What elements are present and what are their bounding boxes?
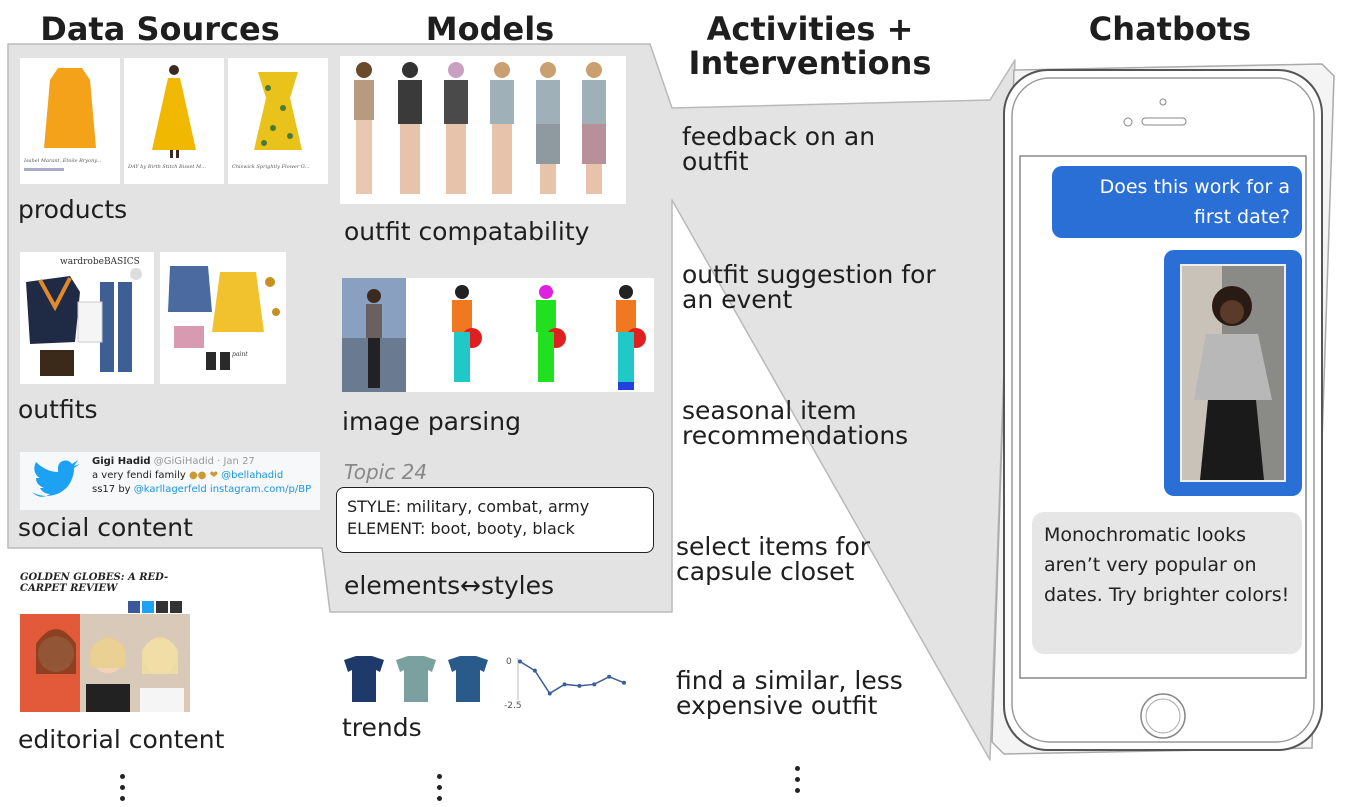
header-activities: Activities + Interventions [688,10,932,82]
header-data-sources: Data Sources [40,10,280,48]
trend-point [532,668,537,673]
trend-point [577,683,582,688]
activity-1: feedback on an outfit [682,122,876,176]
header-chatbots: Chatbots [1088,10,1252,48]
topic-label: Topic 24 [344,460,428,484]
trend-point [592,682,597,687]
product-caption-2: DAY by Birth Stitch Bisset M... [127,164,206,170]
trend-tick-top: 0 [506,657,512,667]
label-elements-styles: elements↔styles [344,571,555,600]
product-caption-3: Chiswick Sprightly Flower G... [232,164,310,170]
tweet-mention1: @bellahadid [221,470,284,481]
twitter-bird-icon [32,460,80,497]
editorial-title: GOLDEN GLOBES: A RED-CARPET REVIEW [20,572,169,594]
trend-point [622,680,626,685]
product-thumb-dress-orange: Isabel Marant, Étoile Bryony... [20,58,120,184]
label-trends: trends [342,713,422,742]
image-parsing-figures [342,278,654,392]
bot-message-bubble: Monochromatic looks aren’t very popular … [1032,512,1302,654]
trend-line-chart: 0 -2.5 [504,657,626,710]
trend-point [607,674,612,679]
social-share-icons [128,598,188,613]
tweet-handle: @GiGiHadid · Jan 27 [153,456,255,467]
label-products: products [18,195,128,224]
data-sources-more-dots [120,774,126,807]
tweet-line2: ss17 by [92,484,131,495]
header-models: Models [425,10,555,48]
trend-tick-bottom: -2.5 [504,701,522,710]
product-thumb-dress-yellow: DAY by Birth Stitch Bisset M... [124,58,224,184]
label-image-parsing: image parsing [342,407,521,436]
svg-text:paint: paint [232,351,248,358]
topic-element: ELEMENT: boot, booty, black [347,519,575,538]
trend-shirts [336,652,498,708]
editorial-photo [20,614,190,712]
activity-3: seasonal item recommendations [682,396,909,450]
topic-style: STYLE: military, combat, army [347,497,590,516]
user-message-bubble: Does this work for a first date? [1052,166,1302,238]
topic-box: STYLE: military, combat, army ELEMENT: b… [336,487,654,553]
emoji-icons: ●● ❤ [188,470,218,481]
trend-point [547,691,552,696]
outfit-thumb-2: paint [160,252,286,384]
label-editorial-content: editorial content [18,725,225,754]
activities-more-dots [795,766,801,799]
activity-4: select items for capsule closet [676,532,871,586]
product-thumb-dress-floral: Chiswick Sprightly Flower G... [228,58,328,184]
user-photo-bubble [1164,250,1302,496]
tweet-name: Gigi Hadid [92,456,151,467]
label-social-content: social content [18,513,193,542]
trend-point [518,659,522,664]
tweet-mention2: @karllagerfeld instagram.com/p/BP [133,484,312,495]
tweet-line1: a very fendi family [92,470,186,481]
photo-woman [1180,264,1286,482]
activity-2: outfit suggestion for an event [682,260,936,314]
outfit-thumb-1: wardrobeBASICS [20,252,154,384]
tweet-card: Gigi Hadid @GiGiHadid · Jan 27 a very fe… [20,452,320,510]
label-outfit-compatability: outfit compatability [344,217,590,246]
outfit-compat-figures [340,56,626,204]
label-outfits: outfits [18,395,98,424]
trend-point [562,682,567,687]
product-caption-1: Isabel Marant, Étoile Bryony... [23,156,102,164]
outfit-brand: wardrobeBASICS [60,257,140,267]
trend-series-line [519,660,625,695]
activity-5: find a similar, less expensive outfit [676,666,903,720]
models-more-dots [437,774,443,807]
